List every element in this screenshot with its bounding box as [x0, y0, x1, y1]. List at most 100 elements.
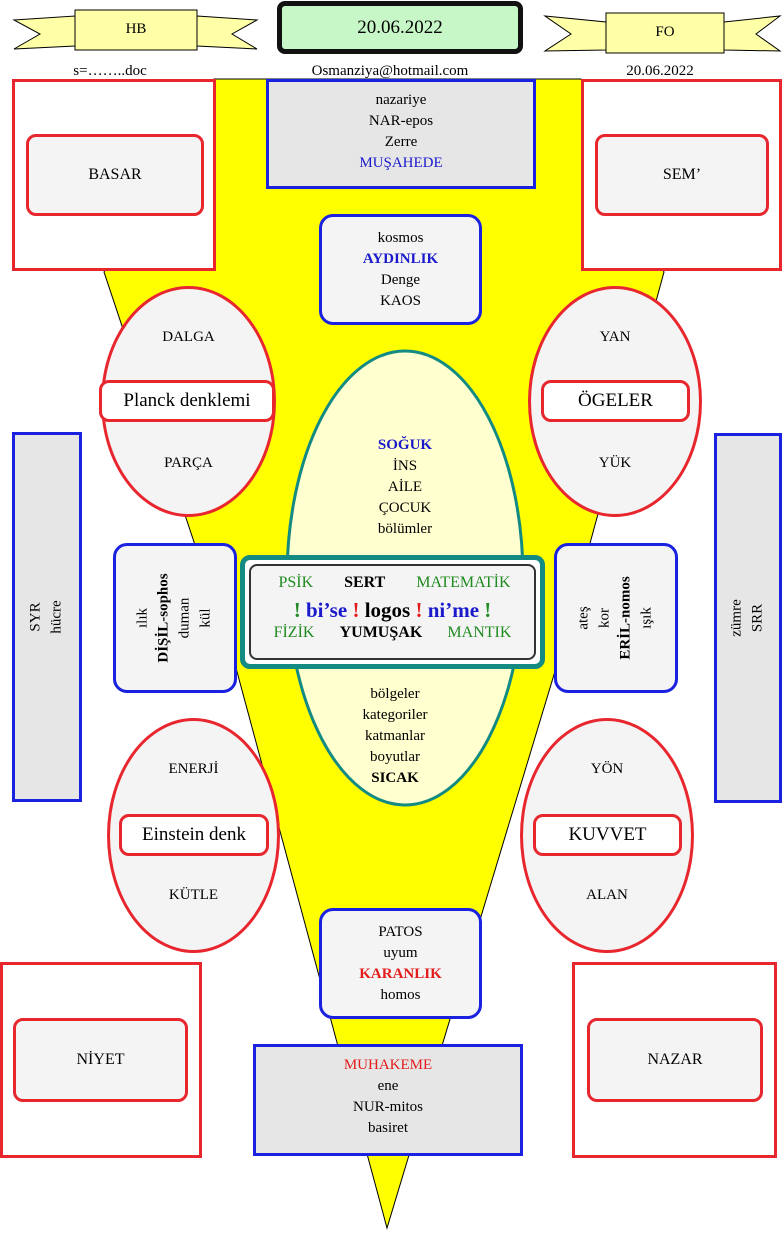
nazariye-line-4: MUŞAHEDE	[359, 155, 443, 171]
patos-line-1: PATOS	[378, 923, 423, 940]
disil-box: ılık DİŞİL-sophos duman kül	[113, 543, 237, 693]
logos-box-outer: PSİK SERT MATEMATİK ! bi’se ! logos ! ni…	[240, 555, 545, 669]
eril-box: ateş kor ERİL-nomos ışık	[554, 543, 678, 693]
center-upper-line-2: İNS	[392, 458, 418, 474]
kosmos-line-3: Denge	[380, 271, 421, 288]
muhakeme-line-3: NUR-mitos	[352, 1099, 423, 1115]
eril-line-1: ateş	[575, 606, 592, 630]
psik-label: PSİK	[278, 574, 314, 591]
syr-line-1: SYR	[28, 602, 44, 632]
patos-line-2: uyum	[383, 944, 418, 961]
nazariye-line-3: Zerre	[384, 134, 418, 150]
excl-1: !	[293, 598, 301, 622]
center-lower-line-4: boyutlar	[370, 749, 420, 765]
disil-line-1: ılık	[135, 608, 151, 629]
srr-line-1: zümre	[728, 599, 745, 637]
bise-label: bi’se	[305, 598, 348, 622]
yan-label: YAN	[599, 329, 631, 345]
kuvvet-box: KUVVET	[533, 814, 682, 856]
logos-box-inner	[249, 564, 536, 660]
kuvvet-label: KUVVET	[568, 824, 647, 845]
eril-text: ateş kor ERİL-nomos ışık	[574, 576, 658, 659]
srr-box: zümre SRR	[714, 433, 782, 803]
ogeler-box: ÖGELER	[541, 380, 690, 422]
center-upper-line-4: ÇOCUK	[378, 500, 432, 516]
eril-line-2: kor	[596, 608, 613, 629]
muhakeme-line-2: ene	[377, 1078, 399, 1094]
left-banner	[12, 9, 259, 51]
eril-line-4: ışık	[638, 607, 655, 629]
nazar-label: NAZAR	[647, 1051, 703, 1068]
yuk-label: YÜK	[598, 455, 632, 471]
disil-line-3: duman	[177, 597, 193, 639]
kutle-label: KÜTLE	[168, 887, 219, 903]
date-box: 20.06.2022	[277, 1, 523, 54]
excl-2: !	[352, 598, 360, 622]
muhakeme-line-4: basiret	[368, 1120, 408, 1136]
center-upper-line-3: AİLE	[387, 479, 423, 495]
parca-label: PARÇA	[164, 455, 213, 471]
eril-line-3: ERİL-nomos	[617, 576, 634, 660]
srr-line-2: SRR	[749, 603, 766, 633]
bottom-right-frame: NAZAR	[572, 962, 777, 1158]
mantik-label: MANTIK	[447, 624, 512, 641]
nazariye-line-1: nazariye	[375, 92, 427, 108]
yon-label: YÖN	[590, 761, 624, 777]
center-upper-line-5: bölümler	[377, 521, 433, 537]
sem-box: SEM’	[595, 134, 769, 216]
nazar-box: NAZAR	[587, 1018, 763, 1102]
center-lower-text: bölgeler kategoriler katmanlar boyutlar …	[295, 684, 495, 789]
patos-line-4: homos	[380, 986, 421, 1003]
right-subtext: 20.06.2022	[626, 63, 694, 79]
logos-label: logos	[364, 598, 411, 622]
patos-box: PATOS uyum KARANLIK homos	[319, 908, 482, 1019]
niyet-label: NİYET	[76, 1051, 125, 1068]
logos-row-3: FİZİK YUMUŞAK MANTIK	[245, 624, 540, 642]
disil-text: ılık DİŞİL-sophos duman kül	[133, 573, 217, 662]
syr-text: SYR hücre	[26, 600, 68, 633]
excl-3: !	[415, 598, 423, 622]
center-upper-line-1: SOĞUK	[377, 437, 433, 453]
kosmos-box: kosmos AYDINLIK Denge KAOS	[319, 214, 482, 325]
fizik-label: FİZİK	[273, 624, 315, 641]
nazariye-line-2: NAR-epos	[368, 113, 434, 129]
sem-label: SEM’	[662, 166, 702, 183]
kosmos-line-1: kosmos	[377, 229, 424, 246]
right-banner-label: FO	[655, 24, 675, 40]
einstein-box: Einstein denk	[119, 814, 269, 856]
center-lower-line-2: kategoriler	[362, 707, 428, 723]
matematik-label: MATEMATİK	[416, 574, 511, 591]
alan-label: ALAN	[586, 887, 628, 903]
ogeler-label: ÖGELER	[578, 390, 653, 411]
srr-text: zümre SRR	[727, 599, 769, 636]
muhakeme-line-1: MUHAKEME	[343, 1057, 433, 1073]
disil-line-4: kül	[198, 608, 214, 628]
nime-label: ni’me	[427, 598, 480, 622]
center-lower-line-5: SICAK	[371, 770, 419, 786]
center-lower-line-1: bölgeler	[370, 686, 420, 702]
planck-label: Planck denklemi	[123, 390, 251, 411]
niyet-box: NİYET	[13, 1018, 188, 1102]
center-lower-line-3: katmanlar	[365, 728, 425, 744]
left-subtext: s=……..doc	[73, 63, 147, 79]
dalga-label: DALGA	[162, 329, 215, 345]
bottom-left-frame: NİYET	[0, 962, 202, 1158]
date-box-text: 20.06.2022	[357, 16, 443, 38]
top-left-frame: BASAR	[12, 79, 216, 271]
patos-line-3: KARANLIK	[359, 965, 442, 982]
syr-line-2: hücre	[49, 600, 65, 634]
basar-label: BASAR	[88, 166, 142, 183]
yumusak-label: YUMUŞAK	[339, 624, 423, 641]
syr-box: SYR hücre	[12, 432, 82, 802]
disil-line-2: DİŞİL-sophos	[156, 573, 172, 663]
right-banner	[543, 12, 782, 54]
einstein-label: Einstein denk	[142, 824, 246, 845]
center-upper-text: SOĞUK İNS AİLE ÇOCUK bölümler	[305, 435, 505, 540]
planck-box: Planck denklemi	[99, 380, 275, 422]
email-subtext: Osmanziya@hotmail.com	[311, 63, 469, 79]
excl-4: !	[484, 598, 492, 622]
kosmos-line-2: AYDINLIK	[362, 250, 439, 267]
logos-row-1: PSİK SERT MATEMATİK	[245, 574, 540, 592]
top-right-frame: SEM’	[581, 79, 782, 271]
basar-box: BASAR	[26, 134, 204, 216]
